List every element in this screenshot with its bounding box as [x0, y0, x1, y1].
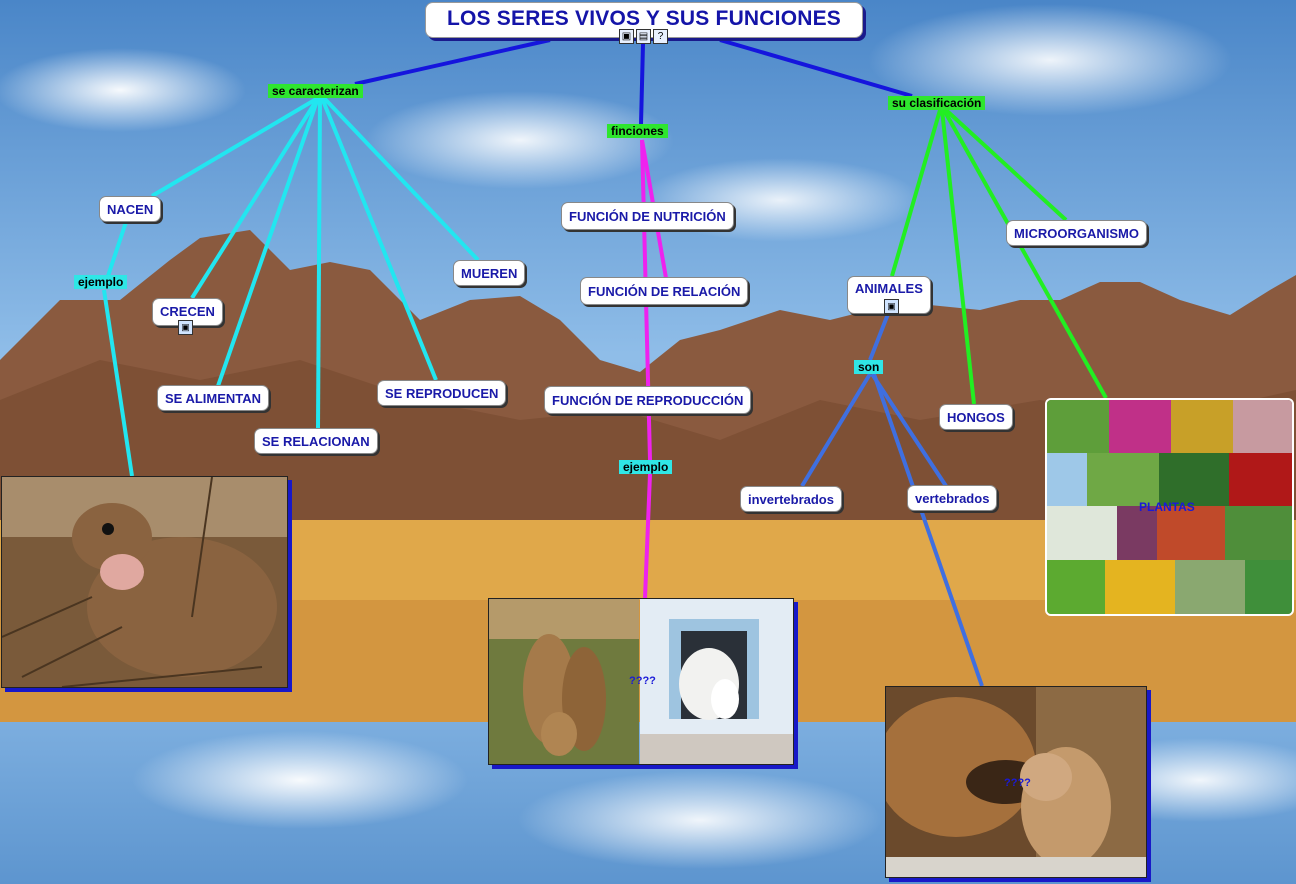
map-title[interactable]: LOS SERES VIVOS Y SUS FUNCIONES: [425, 2, 863, 38]
line-ejemplo-photo: [643, 473, 652, 599]
line-microorganismo: [944, 108, 1068, 222]
squirrel-photo[interactable]: [1, 476, 288, 688]
line-se-reproducen: [320, 97, 438, 381]
node-se-alimentan[interactable]: SE ALIMENTAN: [157, 385, 270, 411]
line-animales-son: [868, 313, 890, 361]
node-se-relacionan[interactable]: SE RELACIONAN: [254, 428, 378, 454]
dog-cat-photo[interactable]: ????: [885, 686, 1147, 878]
node-invertebrados[interactable]: invertebrados: [740, 486, 842, 512]
line-son-photo: [872, 373, 984, 687]
line-se-alimentan: [216, 97, 320, 387]
line-title-finciones: [639, 43, 645, 125]
node-funcion-nutricion[interactable]: FUNCIÓN DE NUTRICIÓN: [561, 202, 734, 230]
node-microorganismo[interactable]: MICROORGANISMO: [1006, 220, 1147, 246]
line-vertebrados: [870, 372, 948, 488]
image-icon[interactable]: ▣: [884, 299, 899, 314]
line-animales: [890, 109, 942, 277]
line-se-relacionan: [316, 97, 322, 429]
line-mueren: [322, 96, 480, 262]
title-icons: ▣ ▤ ?: [619, 29, 668, 44]
line-ejemplo-squirrel: [102, 289, 134, 477]
line-title-clasificacion: [719, 38, 913, 98]
animals-image: [489, 599, 793, 764]
line-title-caracterizan: [354, 38, 551, 86]
link-su-clasificacion[interactable]: su clasificación: [888, 96, 986, 110]
dog-cat-image: [886, 687, 1146, 877]
line-nacen-ejemplo: [106, 221, 128, 277]
node-crecen[interactable]: CRECEN: [152, 298, 223, 326]
node-se-reproducen[interactable]: SE REPRODUCEN: [377, 380, 507, 406]
line-invertebrados: [800, 372, 872, 488]
line-plantas: [942, 109, 1108, 399]
link-ejemplo-center[interactable]: ejemplo: [619, 460, 673, 474]
plantas-label: PLANTAS: [1139, 500, 1195, 514]
help-icon[interactable]: ?: [653, 29, 668, 44]
link-se-caracterizan[interactable]: se caracterizan: [268, 84, 363, 98]
line-hongos: [940, 109, 976, 405]
node-hongos[interactable]: HONGOS: [939, 404, 1013, 430]
node-vertebrados[interactable]: vertebrados: [907, 485, 998, 511]
image-icon[interactable]: ▣: [619, 29, 634, 44]
squirrel-image: [2, 477, 287, 687]
link-ejemplo-left[interactable]: ejemplo: [74, 275, 128, 289]
line-crecen: [190, 96, 320, 300]
image-icon[interactable]: ▣: [178, 320, 193, 335]
plants-collage[interactable]: PLANTAS: [1045, 398, 1294, 616]
link-finciones[interactable]: finciones: [607, 124, 668, 138]
animals-reproduction-photo[interactable]: ????: [488, 598, 794, 765]
photo-caption: ????: [1004, 777, 1031, 789]
photo-caption: ????: [629, 675, 656, 687]
node-funcion-reproduccion[interactable]: FUNCIÓN DE REPRODUCCIÓN: [544, 386, 752, 414]
node-mueren[interactable]: MUEREN: [453, 260, 526, 286]
node-funcion-relacion[interactable]: FUNCIÓN DE RELACIÓN: [580, 277, 749, 305]
link-son[interactable]: son: [854, 360, 884, 374]
film-icon[interactable]: ▤: [636, 29, 651, 44]
plants-image: [1047, 400, 1292, 614]
node-nacen[interactable]: NACEN: [99, 196, 162, 222]
line-nacen: [150, 96, 320, 198]
